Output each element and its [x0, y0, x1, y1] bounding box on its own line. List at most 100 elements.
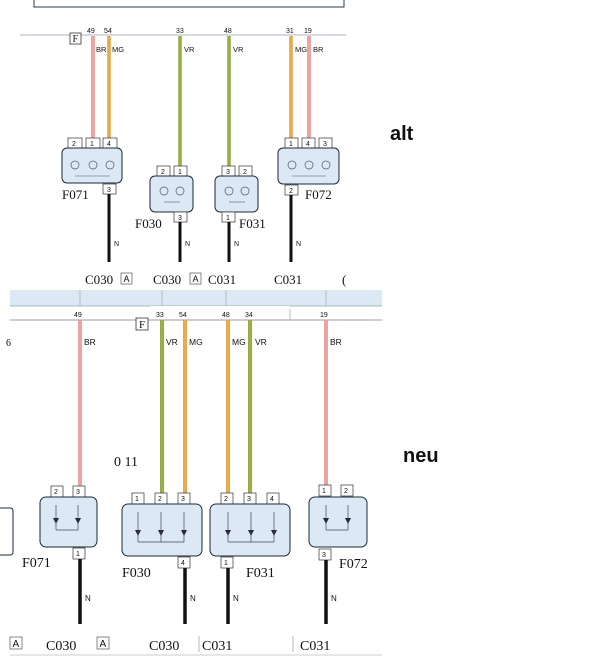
alt-connector-f071: C030	[85, 272, 113, 287]
svg-text:1: 1	[224, 560, 228, 567]
neu-side-mark: 0 11	[114, 455, 138, 470]
alt-connector-tag-f030: A	[193, 274, 199, 284]
svg-text:4: 4	[107, 141, 111, 148]
neu-connector-tag-f071: A	[100, 639, 107, 650]
alt-connector-f030: C030	[153, 272, 181, 287]
alt-label-f030: F030	[135, 216, 162, 231]
alt-section-label: alt	[390, 123, 414, 145]
neu-code-34: VR	[255, 337, 267, 347]
alt-trailing: (	[342, 272, 346, 287]
neu-wires	[78, 320, 328, 493]
svg-text:3: 3	[226, 169, 230, 176]
neu-ground-f031: N	[233, 594, 239, 603]
neu-left-partial-box	[0, 507, 14, 556]
neu-code-49: BR	[84, 337, 96, 347]
alt-section: F 49 54 33 48 31 19 BR MG VR VR MG BR	[20, 0, 414, 287]
svg-text:1: 1	[135, 496, 139, 503]
alt-component-f071: 2 1 4 3 N F071	[61, 137, 123, 262]
neu-component-f071: 2 3 1 N F071	[22, 485, 98, 624]
svg-text:3: 3	[247, 496, 251, 503]
alt-label-f072: F072	[305, 187, 332, 202]
alt-code-33: VR	[184, 45, 195, 54]
neu-section-label: neu	[403, 445, 439, 467]
svg-text:3: 3	[178, 215, 182, 222]
alt-component-f030: 2 1 3 N F030	[135, 165, 194, 262]
svg-text:4: 4	[181, 560, 185, 567]
neu-label-f030: F030	[122, 566, 151, 581]
neu-pin-49: 49	[74, 312, 82, 319]
neu-ground-f071: N	[85, 594, 91, 603]
neu-component-f072: 1 2 3 N F072	[308, 484, 368, 624]
neu-code-33: VR	[166, 337, 178, 347]
neu-component-f030: 1 2 3 4 N F030	[121, 492, 203, 624]
neu-label-f072: F072	[339, 557, 368, 572]
alt-code-49: BR	[96, 45, 107, 54]
neu-left-connector-tag: A	[13, 639, 20, 650]
svg-text:2: 2	[224, 496, 228, 503]
svg-text:2: 2	[243, 169, 247, 176]
svg-text:1: 1	[322, 488, 326, 495]
neu-label-f031: F031	[246, 566, 275, 581]
svg-text:2: 2	[54, 489, 58, 496]
neu-code-54: MG	[189, 337, 203, 347]
neu-connector-f071: C030	[46, 639, 76, 654]
alt-connector-f072: C031	[274, 272, 302, 287]
neu-code-19: BR	[330, 337, 342, 347]
svg-text:1: 1	[178, 169, 182, 176]
neu-component-f031: 2 3 4 1 N F031	[209, 492, 291, 624]
svg-text:3: 3	[322, 552, 326, 559]
neu-flag-box	[135, 317, 149, 331]
neu-pin-19: 19	[320, 312, 328, 319]
alt-pin-49: 49	[87, 28, 95, 35]
neu-ground-f072: N	[331, 594, 337, 603]
svg-text:3: 3	[76, 489, 80, 496]
alt-code-54: MG	[112, 45, 124, 54]
svg-text:2: 2	[72, 141, 76, 148]
neu-connector-f030: C030	[149, 639, 179, 654]
alt-wires	[91, 36, 311, 167]
svg-text:3: 3	[323, 141, 327, 148]
neu-code-48: MG	[232, 337, 246, 347]
svg-text:3: 3	[181, 496, 185, 503]
svg-text:4: 4	[270, 496, 274, 503]
neu-ground-f030: N	[190, 594, 196, 603]
alt-flag: F	[73, 34, 79, 45]
alt-component-f031: 3 2 1 N F031	[214, 165, 266, 262]
alt-ground-f072: N	[296, 241, 301, 248]
svg-text:2: 2	[158, 496, 162, 503]
svg-text:2: 2	[161, 169, 165, 176]
svg-text:1: 1	[226, 215, 230, 222]
neu-section: F 6 49 33 54 48 34 19 BR VR MG MG VR BR	[0, 290, 439, 656]
alt-ground-f031: N	[234, 241, 239, 248]
neu-connector-f072: C031	[300, 639, 330, 654]
alt-label-f071: F071	[62, 187, 89, 202]
neu-label-f071: F071	[22, 556, 51, 571]
alt-connector-tag-f071: A	[124, 274, 130, 284]
svg-text:4: 4	[306, 141, 310, 148]
neu-top-bar	[10, 290, 382, 306]
alt-code-48: VR	[233, 45, 244, 54]
neu-connector-f031: C031	[202, 639, 232, 654]
alt-label-f031: F031	[239, 216, 266, 231]
alt-pin-31: 31	[286, 28, 294, 35]
neu-left-mark: 6	[6, 338, 11, 349]
svg-text:1: 1	[76, 551, 80, 558]
alt-top-frame	[33, 0, 345, 8]
alt-pin-48: 48	[224, 28, 232, 35]
alt-code-19: BR	[313, 45, 324, 54]
alt-ground-f030: N	[185, 241, 190, 248]
svg-text:1: 1	[90, 141, 94, 148]
alt-code-31: MG	[295, 45, 307, 54]
neu-pin-54: 54	[179, 312, 187, 319]
alt-component-f072: 1 4 3 2 N F072	[277, 137, 340, 262]
alt-pin-54: 54	[104, 28, 112, 35]
alt-pin-33: 33	[176, 28, 184, 35]
neu-pin-33: 33	[156, 312, 164, 319]
alt-ground-f071: N	[114, 241, 119, 248]
neu-flag: F	[139, 319, 145, 331]
alt-pin-19: 19	[304, 28, 312, 35]
svg-text:3: 3	[107, 187, 111, 194]
alt-flag-box	[69, 32, 82, 45]
svg-text:2: 2	[289, 188, 293, 195]
